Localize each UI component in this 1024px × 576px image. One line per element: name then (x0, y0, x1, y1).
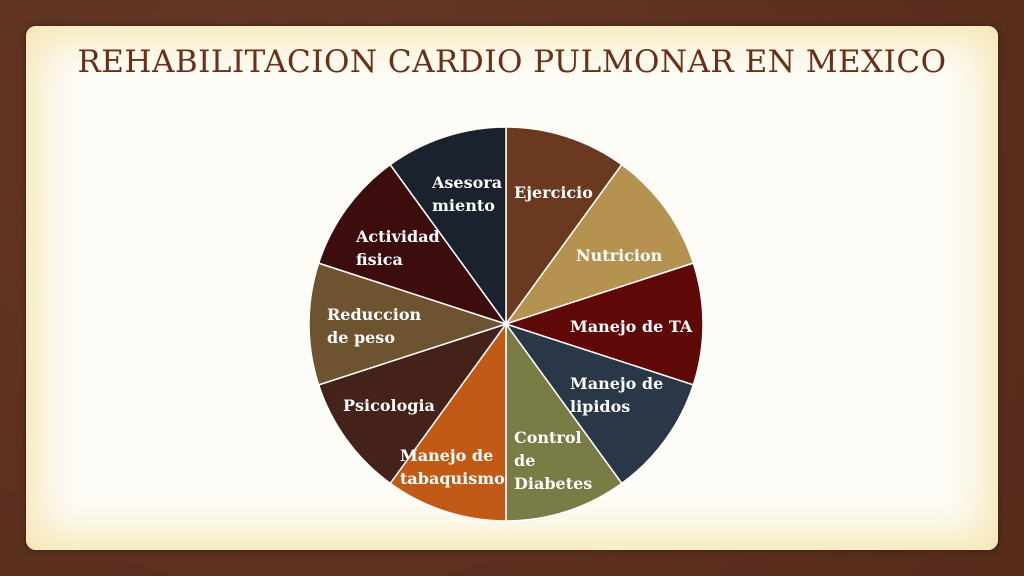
pie-label-line: Manejo de TA (570, 317, 693, 336)
pie-slice-manejo-de-lipidos (504, 322, 695, 485)
pie-label-psicologia: Psicologia (343, 396, 435, 415)
pie-label-line: tabaquismo (400, 469, 505, 488)
pie-slice-control-de-diabetes (505, 321, 623, 522)
pie-label-line: de (514, 451, 535, 470)
pie-label-line: miento (432, 196, 495, 215)
pie-label-ejercicio: Ejercicio (514, 183, 593, 202)
pie-label-actividad-fisica: Actividad fisica (355, 227, 440, 269)
pie-label-line: Ejercicio (514, 183, 593, 202)
pie-slice-actividad-fisica (317, 163, 508, 326)
pie-label-line: de peso (327, 328, 395, 347)
pie-slice-manejo-de-tabaquismo (389, 321, 507, 522)
pie-label-manejo-de-lipidos: Manejo de lipidos (570, 374, 663, 416)
pie-label-asesoramiento: Asesora miento (431, 173, 502, 215)
pie-slice-asesoramiento (389, 126, 507, 327)
pie-label-line: Asesora (431, 173, 502, 192)
pie-label-line: Control (514, 428, 582, 447)
pie-label-line: fisica (356, 250, 403, 269)
pie-label-line: Psicologia (343, 396, 435, 415)
pie-label-nutricion: Nutricion (576, 246, 663, 265)
pie-label-line: Reduccion (327, 305, 422, 324)
pie-label-line: Manejo de (570, 374, 663, 393)
pie-label-reduccion-de-peso: Reduccion de peso (327, 305, 422, 347)
pie-label-line: Actividad (355, 227, 440, 246)
pie-label-manejo-de-ta: Manejo de TA (570, 317, 693, 336)
pie-slice-reduccion-de-peso (308, 262, 509, 386)
pie-slice-psicologia (317, 322, 508, 485)
pie-label-manejo-de-tabaquismo: Manejo de tabaquismo (400, 446, 505, 488)
pie-label-line: Manejo de (400, 446, 493, 465)
pie-slice-ejercicio (505, 126, 623, 327)
pie-label-line: Nutricion (576, 246, 663, 265)
pie-label-line: lipidos (570, 397, 630, 416)
pie-slice-nutricion (504, 163, 695, 326)
slide-title: REHABILITACION CARDIO PULMONAR EN MEXICO (77, 44, 947, 80)
pie-slice-manejo-de-ta (503, 262, 704, 386)
pie-label-line: Diabetes (514, 474, 592, 493)
